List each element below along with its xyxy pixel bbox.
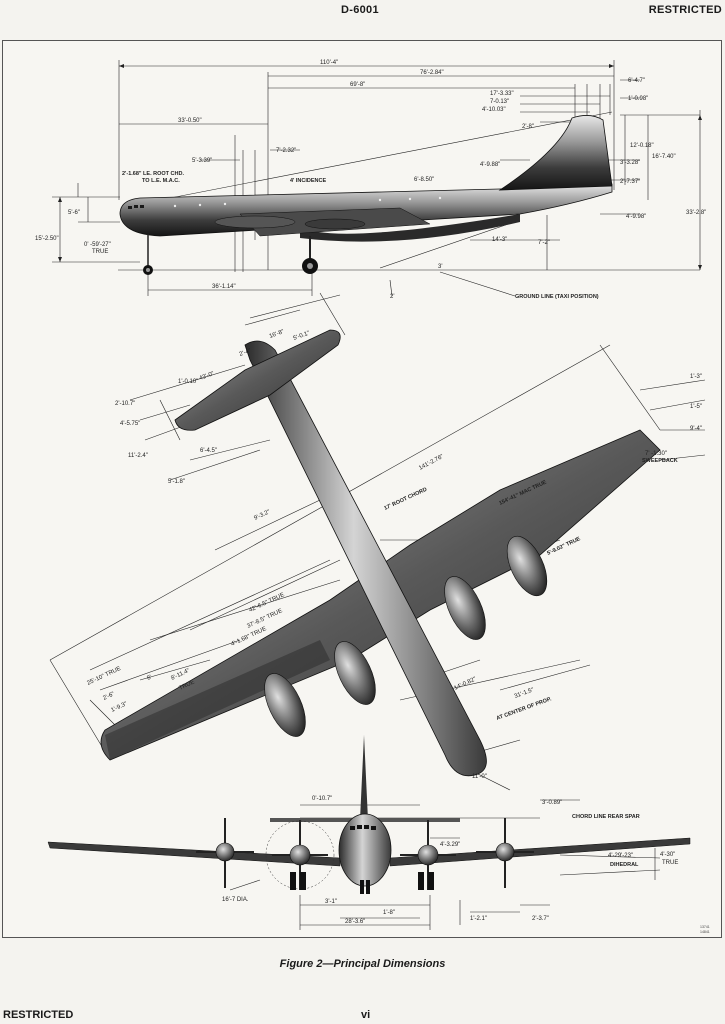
dim-9-3: 9'-3.2"	[253, 509, 271, 522]
dim-5-1: 5'-1.8"	[168, 479, 185, 485]
footer-classification: RESTRICTED	[3, 1009, 74, 1021]
front-view: 0'-10.7" 3'-0.89" CHORD LINE REAR SPAR 4…	[47, 735, 691, 930]
side-view: 110'-4" 76'-2.84" 69'-8" 33'-0.50" 17'-3…	[35, 60, 706, 300]
dim-4-9a: 4'-9.88"	[480, 162, 500, 168]
label-to-le: TO L.E. M.A.C.	[142, 178, 180, 184]
dim-1-2: 1'-2.1"	[470, 916, 487, 922]
dim-33: 33'-0.50"	[178, 118, 202, 124]
label-dihedral: DIHEDRAL	[610, 862, 639, 868]
label-at-center-prop: AT CENTER OF PROP.	[496, 696, 553, 722]
dim-6-8: 6'-8.50"	[414, 177, 434, 183]
dim-12: 12'-0.18"	[630, 143, 654, 149]
dim-4-9b: 4'-9.98"	[626, 214, 646, 220]
dim-2-7: 2'-7.37"	[620, 179, 640, 185]
dim-1-8: 1'-8"	[383, 910, 395, 916]
dim-9-4: 9'-4"	[690, 426, 702, 432]
figure-caption: Figure 2—Principal Dimensions	[279, 958, 446, 970]
dim-14-0: 14'-0.82"	[453, 676, 477, 691]
dim-3-3: 3'-3.28"	[620, 160, 640, 166]
dim-7-2b: 7'-2"	[538, 240, 550, 246]
dim-4-10: 4'-10.03"	[482, 107, 506, 113]
dim-true-f: TRUE	[662, 860, 678, 866]
page-number: vi	[361, 1009, 371, 1021]
dim-11-0: 11'-0"	[472, 774, 487, 780]
dim-1-9: 1'-9.3"	[110, 701, 128, 714]
dim-14: 14'-3"	[492, 237, 507, 243]
dim-16-8: 16'-8"	[269, 329, 285, 340]
dim-2-6: 2'-6"	[102, 691, 115, 701]
dim-7-1: 7' -1.30"	[645, 451, 667, 457]
dim-1-3: 1'-3"	[690, 374, 702, 380]
dim-36: 36'-1.14"	[212, 284, 236, 290]
stamp-code-a: 13741	[700, 925, 710, 929]
dim-7-2: 7'-2.32"	[276, 148, 296, 154]
dim-3deg: 3'	[438, 264, 442, 270]
dim-0-10: 0'-10.7"	[312, 796, 332, 802]
dim-5-0: 5'-0.1"	[293, 330, 311, 341]
dim-height: 33'-2.8"	[686, 210, 706, 216]
dim-1-0: 1'-0.98"	[628, 96, 648, 102]
label-incidence: 4' INCIDENCE	[290, 178, 326, 184]
dim-0-59: 0' -59'-27"	[84, 242, 111, 248]
label-sweepback: SWEEPBACK	[642, 458, 678, 464]
label-root-chord: 17' ROOT CHORD	[383, 487, 428, 512]
dim-6-4p: 6'-4.5"	[200, 448, 217, 454]
dim-6-4: 6'-4.7"	[628, 78, 645, 84]
plan-view: 43'-0" 2'-4" 16'-8" 5'-0.1" 2'-10.7" 1'-…	[49, 292, 706, 791]
dim-16: 16'-7.40"	[652, 154, 676, 160]
dim-7-0: 7-0.13"	[490, 99, 509, 105]
dim-4-30: 4'-30"	[660, 852, 675, 858]
label-le-root: 2'-1.68" LE. ROOT CHD.	[122, 171, 184, 177]
dim-3-0: 3'-0.89"	[542, 800, 562, 806]
dim-true: TRUE	[92, 249, 108, 255]
dim-69: 69'-8"	[350, 82, 365, 88]
dim-4-3: 4'-3.29"	[440, 842, 460, 848]
dim-2-4: 2'-4"	[239, 348, 252, 358]
dim-overall-length: 110'-4"	[320, 60, 338, 66]
dim-43: 43'-0"	[199, 371, 215, 382]
label-ground-line: GROUND LINE (TAXI POSITION)	[515, 294, 599, 300]
dim-2-10: 2'-10.7"	[115, 401, 135, 407]
dim-2-8: 2'-8"	[522, 124, 534, 130]
dim-1-5: 1'-5"	[690, 404, 702, 410]
dim-1-0p: 1'-0.10"	[178, 379, 198, 385]
header-classification: RESTRICTED	[648, 4, 722, 16]
dim-8-11: 8'-11.4"	[170, 668, 191, 682]
document-number: D-6001	[341, 4, 379, 16]
dim-28: 28'-3.6"	[345, 919, 365, 925]
dim-2deg: 2'	[390, 294, 394, 300]
dim-4-29: 4'-29'-23"	[608, 853, 633, 859]
dim-11-2: 11'-2.4"	[128, 453, 148, 459]
dim-span: 141'-2.76"	[418, 454, 445, 472]
dim-15: 15'-2.50"	[35, 236, 59, 242]
dim-3-1: 3'-1"	[325, 899, 337, 905]
stamp-code-b: 14841	[700, 930, 710, 934]
dim-16-7: 16'-7 DIA.	[222, 897, 249, 903]
dim-17: 17'-3.33"	[490, 91, 514, 97]
dim-5-3: 5'-3.39"	[192, 158, 212, 164]
dim-4-5: 4'-5.75"	[120, 421, 140, 427]
dim-8: 8'	[146, 674, 153, 681]
dim-31: 31'-1.5"	[514, 687, 535, 700]
dim-76: 76'-2.84"	[420, 70, 444, 76]
dim-5-6: 5'-6"	[68, 210, 80, 216]
dim-2-3: 2'-3.7"	[532, 916, 549, 922]
label-chord-line: CHORD LINE REAR SPAR	[572, 814, 640, 820]
